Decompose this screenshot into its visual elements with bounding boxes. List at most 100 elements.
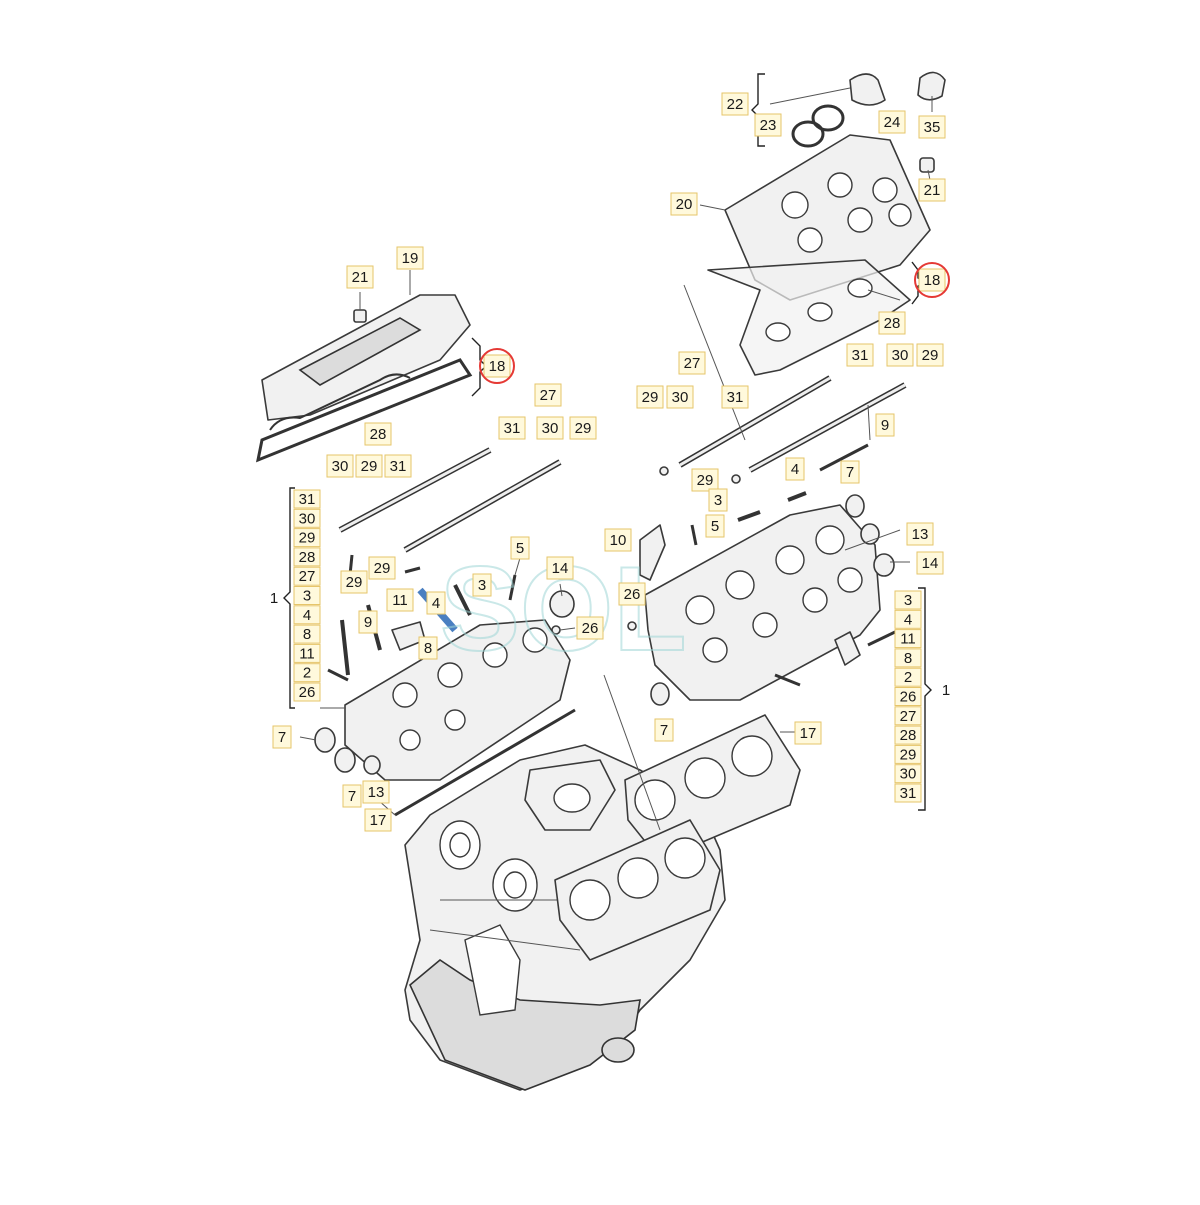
callout-box	[918, 268, 946, 292]
callout-number: 4	[432, 595, 440, 612]
callout-c4b: 4	[426, 591, 446, 615]
callout-number: 7	[278, 729, 286, 746]
callout-box	[426, 591, 446, 615]
nut-21-right	[919, 157, 935, 173]
callout-c9b: 9	[358, 610, 378, 634]
callout-number: 17	[800, 725, 817, 742]
callout-c24: 24	[878, 110, 906, 134]
callout-c29a: 29	[916, 343, 944, 367]
callout-box	[916, 551, 944, 575]
camshafts-left	[338, 447, 562, 553]
callout-c30d: 30	[326, 454, 354, 478]
callout-c9a: 9	[875, 413, 895, 437]
callout-box	[878, 311, 906, 335]
callout-box	[846, 343, 874, 367]
group-item-box	[293, 643, 321, 663]
callout-number: 26	[582, 620, 599, 637]
callout-number: 22	[727, 96, 744, 113]
group-item-box	[894, 629, 922, 649]
callout-box	[654, 718, 674, 742]
callout-number: 11	[392, 592, 408, 609]
callout-c29d: 29	[569, 416, 597, 440]
callout-c28b: 28	[364, 422, 392, 446]
group-item-box	[894, 590, 922, 610]
callout-c14a: 14	[916, 551, 944, 575]
callout-box	[472, 573, 492, 597]
callout-box	[721, 385, 749, 409]
callout-number: 29	[697, 472, 714, 489]
callout-number: 28	[884, 315, 901, 332]
camshafts-right	[678, 375, 907, 473]
callout-box	[840, 460, 860, 484]
callout-box	[916, 343, 944, 367]
callout-number: 21	[352, 269, 369, 286]
group-item: 2	[303, 665, 311, 682]
group-item-box	[293, 605, 321, 625]
group-item: 30	[299, 510, 316, 527]
group-item: 29	[900, 746, 917, 763]
callout-number: 29	[346, 574, 363, 591]
callout-box	[878, 110, 906, 134]
callout-box	[364, 808, 392, 832]
callout-c7d: 7	[342, 784, 362, 808]
callout-box	[691, 468, 719, 492]
callout-box	[498, 416, 526, 440]
group-item-box	[894, 609, 922, 629]
oil-filler-cap	[849, 73, 886, 106]
callout-c13a: 13	[906, 522, 934, 546]
group-item-box	[894, 706, 922, 726]
callout-number: 31	[390, 458, 407, 475]
callout-box	[618, 582, 646, 606]
group-item: 26	[299, 684, 316, 701]
callout-number: 26	[624, 586, 641, 603]
group-item: 28	[900, 727, 917, 744]
callout-number: 31	[504, 420, 521, 437]
callout-box	[794, 721, 822, 745]
nut-21-left	[353, 309, 367, 323]
callout-c18a: 18	[914, 262, 950, 298]
callout-box	[886, 343, 914, 367]
group-item-box	[293, 663, 321, 683]
callout-box	[670, 192, 698, 216]
callout-number: 17	[370, 812, 387, 829]
callout-box	[346, 265, 374, 289]
callout-c27a: 27	[678, 351, 706, 375]
callout-number: 18	[924, 272, 941, 289]
group-item-box	[894, 725, 922, 745]
callout-number: 7	[660, 722, 668, 739]
callout-c31d: 31	[384, 454, 412, 478]
callout-c3a: 3	[708, 488, 728, 512]
callout-c30c: 30	[536, 416, 564, 440]
callout-box	[705, 514, 725, 538]
callout-c29f: 29	[340, 570, 368, 594]
callout-number: 30	[672, 389, 689, 406]
group-item-box	[293, 489, 321, 509]
callout-c21a: 21	[918, 178, 946, 202]
callout-number: 7	[348, 788, 356, 805]
callout-number: 19	[402, 250, 419, 267]
callout-number: 30	[892, 347, 909, 364]
callout-c7a: 7	[840, 460, 860, 484]
callout-c22: 22	[721, 92, 749, 116]
callout-c13b: 13	[362, 780, 390, 804]
cylinder-head-right	[644, 504, 881, 701]
callout-box	[721, 92, 749, 116]
callout-number: 9	[881, 417, 889, 434]
group-item: 8	[904, 650, 912, 667]
callout-number: 4	[791, 461, 799, 478]
group-item: 28	[299, 549, 316, 566]
callout-box	[546, 556, 574, 580]
group-item: 4	[904, 611, 912, 628]
callout-number: 21	[924, 182, 941, 199]
group-item: 30	[900, 766, 917, 783]
group-item: 11	[299, 645, 315, 662]
callout-c35: 35	[918, 115, 946, 139]
callout-box	[576, 616, 604, 640]
callout-number: 29	[922, 347, 939, 364]
group-item: 3	[303, 588, 311, 605]
group-item: 3	[904, 592, 912, 609]
callout-number: 3	[478, 577, 486, 594]
callout-c10: 10	[604, 528, 632, 552]
callout-box	[708, 488, 728, 512]
